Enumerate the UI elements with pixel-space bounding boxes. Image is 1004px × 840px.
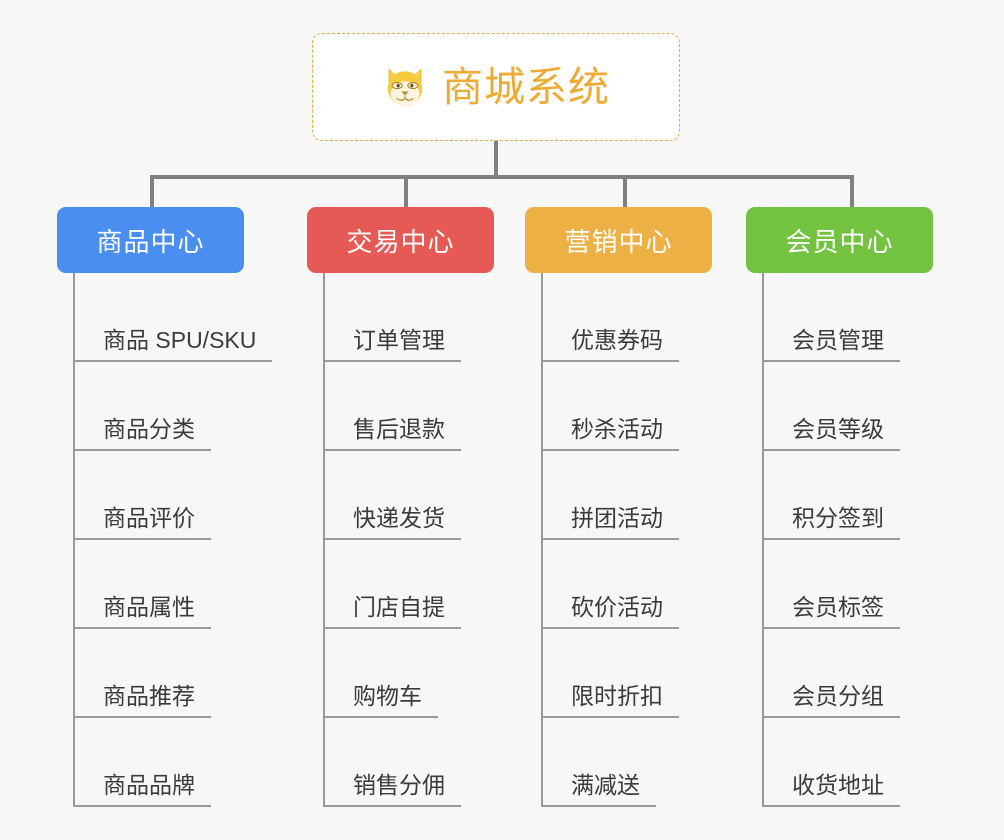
leaf-item[interactable]: 售后退款 — [323, 362, 494, 451]
leaf-item[interactable]: 商品分类 — [73, 362, 272, 451]
leaf-label: 商品推荐 — [73, 682, 211, 718]
leaf-label: 满减送 — [541, 771, 656, 807]
leaf-spine-3 — [762, 273, 764, 807]
leaf-spine-1 — [323, 273, 325, 807]
leaf-item[interactable]: 会员等级 — [762, 362, 933, 451]
leaf-item[interactable]: 拼团活动 — [541, 451, 712, 540]
leaf-item[interactable]: 购物车 — [323, 629, 494, 718]
leaf-label: 商品评价 — [73, 504, 211, 540]
connector-horizontal-bar — [150, 175, 854, 179]
leaf-label: 会员管理 — [762, 326, 900, 362]
connector-root-stem — [494, 141, 498, 178]
leaf-item[interactable]: 商品推荐 — [73, 629, 272, 718]
leaf-label: 商品品牌 — [73, 771, 211, 807]
connector-drop-0 — [150, 175, 154, 209]
leaf-label: 门店自提 — [323, 593, 461, 629]
leaf-label: 商品 SPU/SKU — [73, 326, 273, 362]
leaf-item[interactable]: 限时折扣 — [541, 629, 712, 718]
leaf-label: 会员分组 — [762, 682, 900, 718]
leaf-label: 会员等级 — [762, 415, 900, 451]
root-node[interactable]: 商城系统 — [312, 33, 680, 141]
leaf-label: 积分签到 — [762, 504, 900, 540]
leaf-spine-2 — [541, 273, 543, 807]
leaf-item[interactable]: 快递发货 — [323, 451, 494, 540]
leaf-label: 拼团活动 — [541, 504, 679, 540]
leaf-list-3: 会员管理 会员等级 积分签到 会员标签 会员分组 收货地址 — [746, 273, 933, 807]
leaf-label: 秒杀活动 — [541, 415, 679, 451]
connector-drop-3 — [850, 175, 854, 209]
connector-drop-2 — [623, 175, 627, 209]
leaf-item[interactable]: 会员标签 — [762, 540, 933, 629]
leaf-item[interactable]: 商品 SPU/SKU — [73, 273, 273, 362]
leaf-item[interactable]: 收货地址 — [762, 718, 933, 807]
root-title: 商城系统 — [442, 63, 610, 110]
leaf-label: 限时折扣 — [541, 682, 679, 718]
leaf-label: 快递发货 — [323, 504, 461, 540]
leaf-label: 售后退款 — [323, 415, 461, 451]
leaf-item[interactable]: 门店自提 — [323, 540, 494, 629]
leaf-list-2: 优惠券码 秒杀活动 拼团活动 砍价活动 限时折扣 满减送 — [525, 273, 712, 807]
category-header-1[interactable]: 交易中心 — [307, 207, 494, 273]
leaf-label: 购物车 — [323, 682, 438, 718]
leaf-item[interactable]: 会员分组 — [762, 629, 933, 718]
connector-drop-1 — [404, 175, 408, 209]
leaf-item[interactable]: 满减送 — [541, 718, 712, 807]
leaf-item[interactable]: 商品评价 — [73, 451, 272, 540]
leaf-label: 砍价活动 — [541, 593, 679, 629]
leaf-label: 销售分佣 — [323, 771, 461, 807]
leaf-label: 订单管理 — [323, 326, 461, 362]
leaf-item[interactable]: 销售分佣 — [323, 718, 494, 807]
category-header-2[interactable]: 营销中心 — [525, 207, 712, 273]
leaf-label: 商品属性 — [73, 593, 211, 629]
leaf-item[interactable]: 优惠券码 — [541, 273, 712, 362]
leaf-item[interactable]: 砍价活动 — [541, 540, 712, 629]
leaf-list-1: 订单管理 售后退款 快递发货 门店自提 购物车 销售分佣 — [307, 273, 494, 807]
branch-column-1: 交易中心 订单管理 售后退款 快递发货 门店自提 购物车 销售分佣 — [307, 207, 494, 807]
leaf-spine-0 — [73, 273, 75, 807]
category-header-3[interactable]: 会员中心 — [746, 207, 933, 273]
leaf-item[interactable]: 会员管理 — [762, 273, 933, 362]
category-header-0[interactable]: 商品中心 — [57, 207, 244, 273]
leaf-item[interactable]: 商品属性 — [73, 540, 272, 629]
leaf-list-0: 商品 SPU/SKU 商品分类 商品评价 商品属性 商品推荐 商品品牌 — [57, 273, 273, 807]
leaf-label: 优惠券码 — [541, 326, 679, 362]
leaf-label: 商品分类 — [73, 415, 211, 451]
leaf-label: 会员标签 — [762, 593, 900, 629]
branch-column-3: 会员中心 会员管理 会员等级 积分签到 会员标签 会员分组 收货地址 — [746, 207, 933, 807]
branch-column-0: 商品中心 商品 SPU/SKU 商品分类 商品评价 商品属性 商品推荐 商品品牌 — [57, 207, 273, 807]
leaf-item[interactable]: 积分签到 — [762, 451, 933, 540]
leaf-item[interactable]: 秒杀活动 — [541, 362, 712, 451]
branch-column-2: 营销中心 优惠券码 秒杀活动 拼团活动 砍价活动 限时折扣 满减送 — [525, 207, 712, 807]
leaf-item[interactable]: 订单管理 — [323, 273, 494, 362]
leaf-item[interactable]: 商品品牌 — [73, 718, 272, 807]
shiba-dog-face-icon — [387, 68, 423, 108]
leaf-label: 收货地址 — [762, 771, 900, 807]
